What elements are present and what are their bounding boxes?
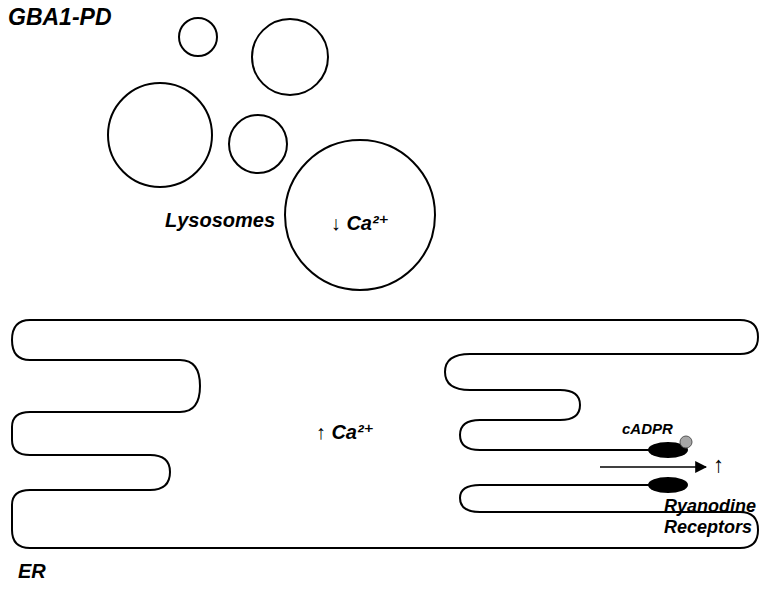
lysosome (179, 18, 217, 56)
increase-arrow: ↑ (713, 452, 724, 477)
lysosome (252, 19, 328, 95)
molecule-label: cADPR (622, 420, 673, 437)
receptor-label: Ryanodine Receptors (664, 496, 762, 537)
diagram-title: GBA1-PD (8, 4, 112, 30)
lysosome (108, 83, 212, 187)
cadpr-molecule (680, 436, 692, 448)
lysosome (229, 115, 287, 173)
calcium-level: ↓ Ca²⁺ (331, 212, 389, 235)
calcium-level: ↑ Ca²⁺ (316, 421, 374, 444)
lysosome-circle: ↓ Ca²⁺ (284, 139, 436, 291)
efflux-arrow (600, 466, 706, 468)
organelle-label: ER (18, 560, 46, 583)
ryanodine-receptor (648, 477, 688, 493)
organelle-label: Lysosomes (165, 209, 275, 232)
